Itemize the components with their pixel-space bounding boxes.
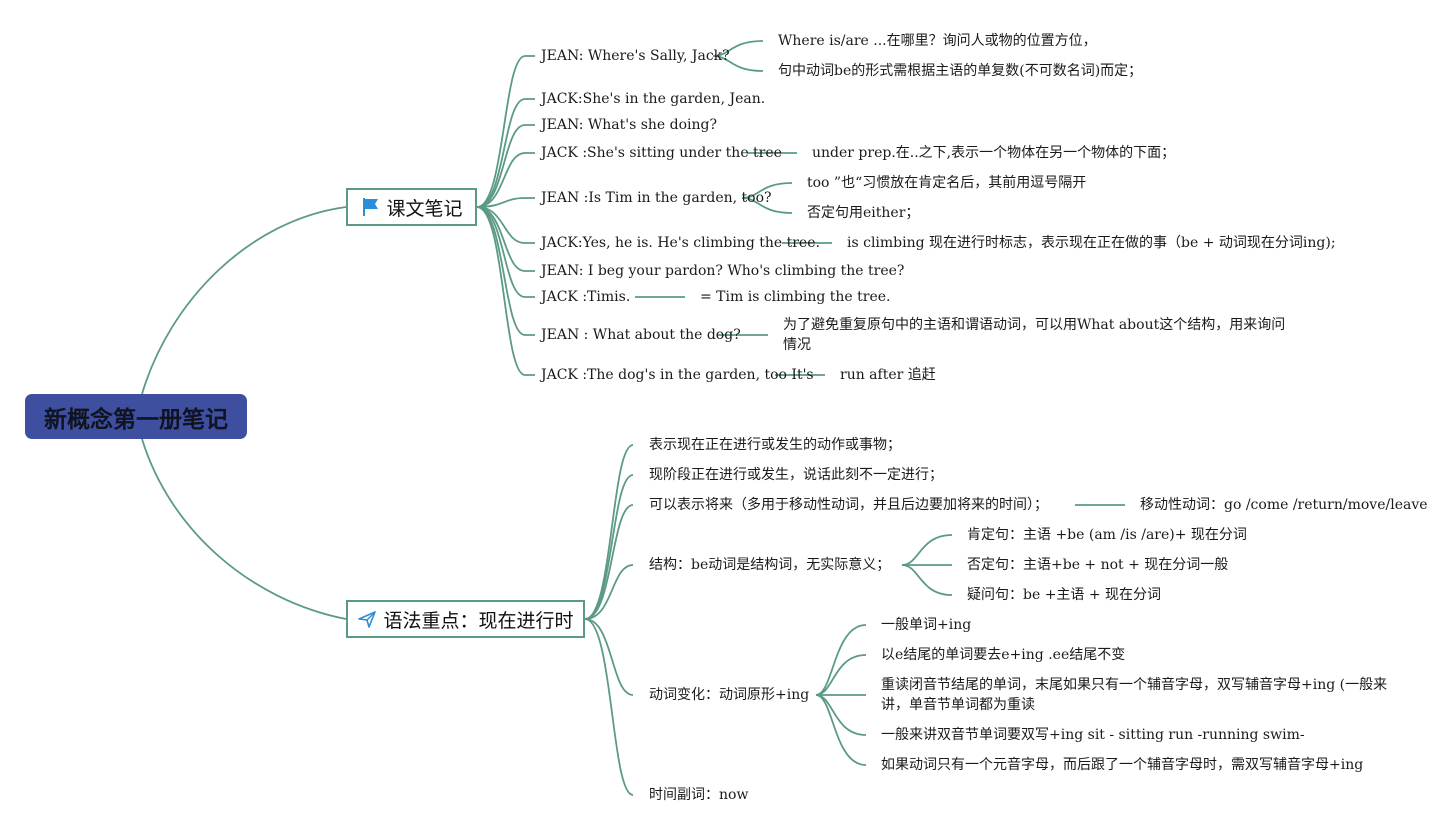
note-detail[interactable]: under prep.在..之下,表示一个物体在另一个物体的下面； [812,145,1176,161]
note-detail[interactable]: too ”也“习惯放在肯定名后，其前用逗号隔开 [807,175,1087,191]
connector-line [141,206,347,395]
connector-line [815,624,867,696]
connector-line [476,98,535,208]
connector-line [476,206,535,376]
grammar-detail[interactable]: 如果动词只有一个元音字母，而后跟了一个辅音字母时，需双写辅音字母+ing [881,757,1364,773]
grammar-point[interactable]: 现阶段正在进行或发生，说话此刻不一定进行； [649,467,943,483]
connector-line [141,438,347,620]
note-detail[interactable]: run after 追赶 [840,367,936,383]
grammar-detail[interactable]: 疑问句：be +主语 + 现在分词 [967,587,1162,603]
grammar-detail[interactable]: 移动性动词：go /come /return/move/leave [1140,497,1428,513]
connector-line [584,504,634,620]
dialogue-line[interactable]: JACK :She's sitting under the tree [541,145,782,161]
dialogue-line[interactable]: JEAN: Where's Sally, Jack? [541,48,730,64]
topic-notes[interactable]: 课文笔记 [346,188,477,226]
note-detail[interactable]: 句中动词be的形式需根据主语的单复数(不可数名词)而定； [778,63,1143,79]
dialogue-line[interactable]: JACK:She's in the garden, Jean. [541,91,766,107]
paper-plane-icon [358,611,377,628]
dialogue-line[interactable]: JEAN: What's she doing? [541,117,718,133]
topic-grammar[interactable]: 语法重点：现在进行时 [346,600,585,638]
grammar-detail[interactable]: 一般单词+ing [881,617,972,633]
connector-line [476,124,535,208]
dialogue-line[interactable]: JACK:Yes, he is. He's climbing the tree. [541,235,820,251]
connector-line [584,618,634,796]
grammar-detail[interactable]: 一般来讲双音节单词要双写+ing sit - sitting run -runn… [881,727,1305,743]
note-detail[interactable]: 为了避免重复原句中的主语和谓语动词，可以用What about这个结构，用来询问… [783,317,1286,353]
grammar-point[interactable]: 结构：be动词是结构词，无实际意义； [649,557,891,573]
dialogue-line[interactable]: JEAN: I beg your pardon? Who's climbing … [541,263,905,279]
grammar-detail[interactable]: 重读闭音节结尾的单词，末尾如果只有一个辅音字母，双写辅音字母+ing (一般来讲… [881,677,1388,713]
grammar-detail[interactable]: 否定句：主语+be + not + 现在分词一般 [967,557,1229,573]
connector-line [584,618,634,696]
grammar-point[interactable]: 可以表示将来（多用于移动性动词，并且后边要加将来的时间）； [649,497,1048,513]
connector-line [741,197,793,214]
connector-line [584,564,634,620]
grammar-point[interactable]: 动词变化：动词原形+ing [649,687,810,703]
topic-label: 课文笔记 [386,197,463,220]
flag-icon [363,198,379,216]
connector-line [901,564,953,596]
connector-line [476,152,535,208]
note-detail[interactable]: = Tim is climbing the tree. [700,289,891,305]
connector-line [815,654,867,696]
dialogue-line[interactable]: JEAN :Is Tim in the garden, too? [541,190,772,206]
dialogue-line[interactable]: JEAN : What about the dog? [541,327,741,343]
note-detail[interactable]: Where is/are ...在哪里？询问人或物的位置方位， [778,33,1097,49]
connector-line [584,444,634,620]
connector-line [476,197,535,208]
connector-line [584,474,634,620]
grammar-point[interactable]: 表示现在正在进行或发生的动作或事物； [649,437,901,453]
connector-line [901,534,953,566]
dialogue-line[interactable]: JACK :Timis. [541,289,631,305]
topic-label: 语法重点：现在进行时 [383,609,574,632]
connector-line [815,694,867,766]
dialogue-line[interactable]: JACK :The dog's in the garden, too It's [541,367,814,383]
note-detail[interactable]: is climbing 现在进行时标志，表示现在正在做的事（be + 动词现在分… [847,235,1336,251]
connector-line [712,55,764,72]
grammar-point[interactable]: 时间副词：now [649,787,749,803]
grammar-detail[interactable]: 以e结尾的单词要去e+ing .ee结尾不变 [881,647,1126,663]
note-detail[interactable]: 否定句用either； [807,205,920,221]
grammar-detail[interactable]: 肯定句：主语 +be (am /is /are)+ 现在分词 [967,527,1247,543]
root-node[interactable]: 新概念第一册笔记 [25,394,247,439]
connector-line [476,55,535,208]
